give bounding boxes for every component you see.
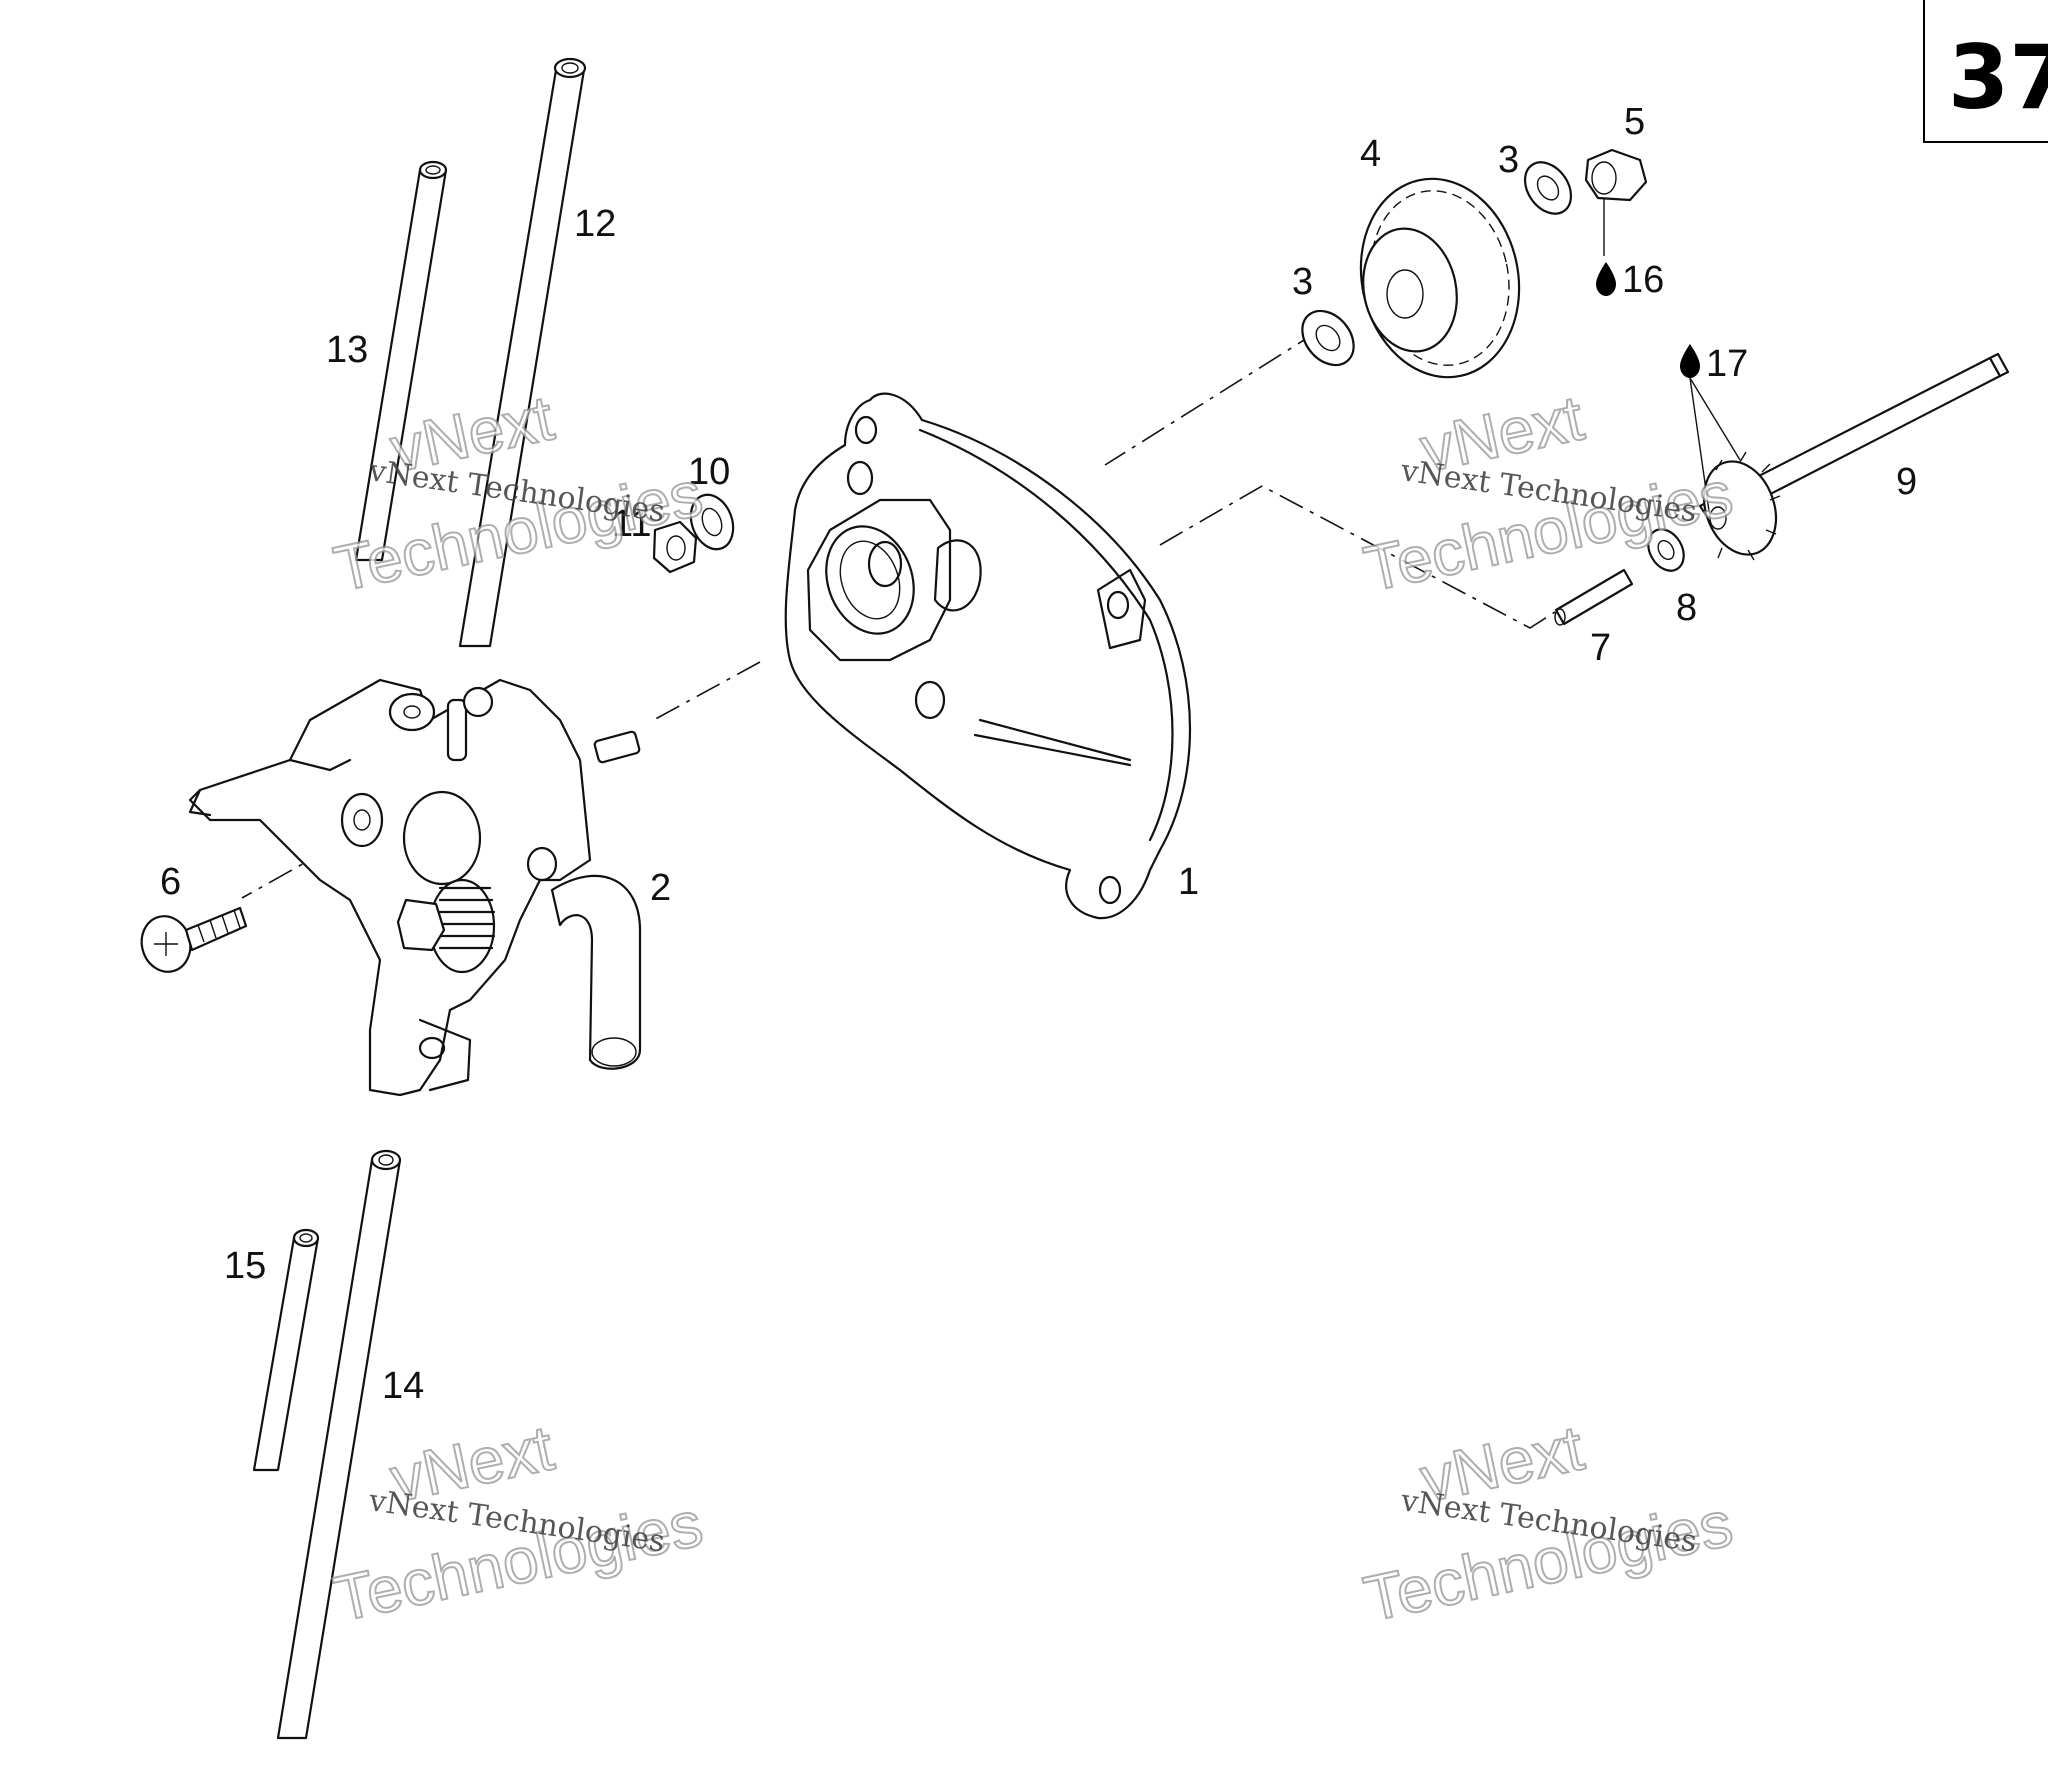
- washer-3-left: [1301, 309, 1355, 367]
- page-number: 37: [1948, 26, 2048, 129]
- tube-12: [458, 57, 587, 648]
- callout-labels: 1 2 3 3 4 5 6 7 8 9 10 11 12 13 14 15 16…: [160, 101, 1917, 1407]
- callout-7: 7: [1590, 627, 1611, 669]
- oil-drop-icon: [1596, 262, 1616, 296]
- callout-14: 14: [382, 1365, 424, 1407]
- screw-6: [140, 906, 248, 973]
- tube-14: [276, 1149, 402, 1740]
- gear-4: [1359, 177, 1521, 379]
- tube-15: [252, 1228, 320, 1472]
- cover-plate-1: [784, 392, 1191, 920]
- callout-8: 8: [1676, 587, 1697, 629]
- callout-2: 2: [650, 867, 671, 909]
- leader-lines-17: [1689, 377, 1741, 519]
- callout-12: 12: [574, 203, 616, 245]
- oil-drop-icon: [1680, 344, 1700, 378]
- callout-3-right: 3: [1498, 139, 1519, 181]
- callout-1: 1: [1178, 861, 1199, 903]
- callout-4: 4: [1360, 133, 1381, 175]
- nut-11: [652, 520, 698, 574]
- callout-3-left: 3: [1292, 261, 1313, 303]
- callout-15: 15: [224, 1245, 266, 1287]
- shaft-9: [1698, 352, 2010, 561]
- washer-3-right: [1523, 161, 1573, 215]
- washer-8: [1647, 528, 1685, 572]
- nut-5: [1584, 148, 1648, 256]
- tube-13: [354, 160, 448, 562]
- callout-9: 9: [1896, 461, 1917, 503]
- washer-10: [689, 493, 735, 551]
- callout-10: 10: [688, 451, 730, 493]
- pin-7: [1554, 568, 1634, 626]
- oil-pump-2: [188, 678, 642, 1097]
- callout-16: 16: [1622, 259, 1664, 301]
- callout-17: 17: [1706, 343, 1748, 385]
- callout-6: 6: [160, 861, 181, 903]
- callout-5: 5: [1624, 101, 1645, 143]
- page-number-box: 37: [1923, 0, 2048, 143]
- callout-11: 11: [612, 503, 651, 545]
- callout-13: 13: [326, 329, 368, 371]
